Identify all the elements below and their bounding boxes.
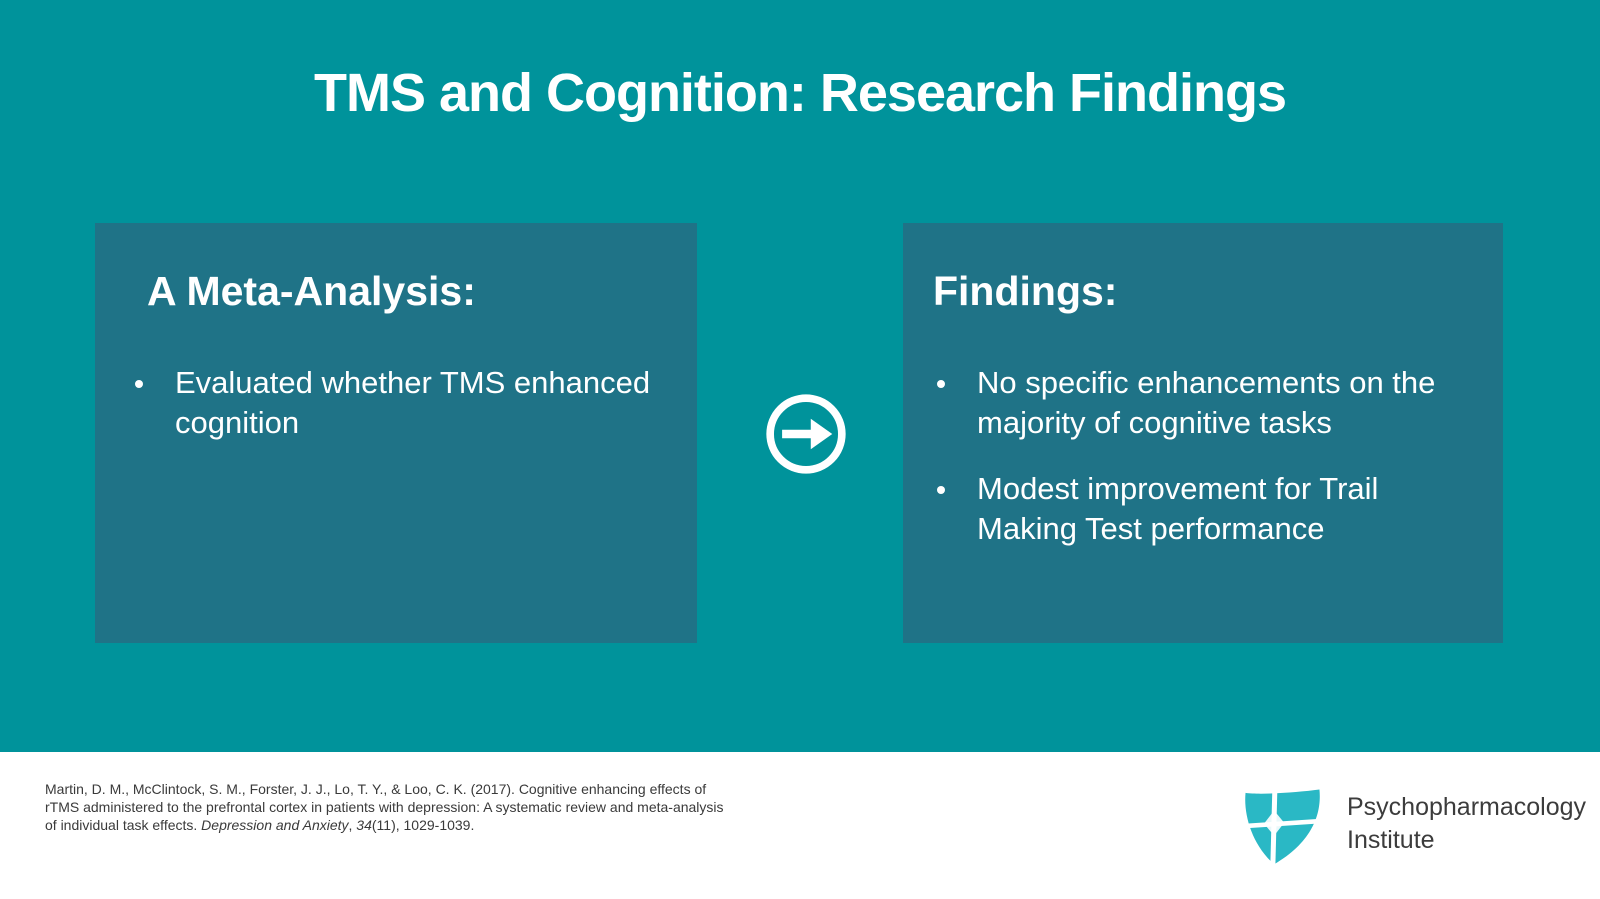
- findings-bullet-list: No specific enhancements on the majority…: [935, 363, 1475, 575]
- bullet-item: Modest improvement for Trail Making Test…: [935, 469, 1475, 549]
- shield-cross-icon: [1240, 785, 1325, 866]
- citation-line: rTMS administered to the prefrontal cort…: [45, 799, 724, 815]
- findings-panel: Findings: No specific enhancements on th…: [903, 223, 1503, 643]
- journal-name: Depression and Anxiety: [201, 817, 349, 833]
- slide-title: TMS and Cognition: Research Findings: [313, 63, 1287, 123]
- bullet-item: Evaluated whether TMS enhanced cognition: [133, 363, 653, 443]
- findings-heading: Findings:: [933, 268, 1118, 314]
- logo-text-line: Psychopharmacology: [1347, 793, 1587, 821]
- meta-analysis-heading: A Meta-Analysis:: [147, 268, 476, 314]
- citation: Martin, D. M., McClintock, S. M., Forste…: [45, 780, 724, 834]
- psychopharmacology-institute-logo: Psychopharmacology Institute: [1240, 782, 1586, 866]
- citation-line: Martin, D. M., McClintock, S. M., Forste…: [45, 781, 707, 797]
- bullet-item: No specific enhancements on the majority…: [935, 363, 1475, 443]
- logo-text: Psychopharmacology Institute: [1347, 791, 1586, 857]
- meta-analysis-bullet-list: Evaluated whether TMS enhanced cognition: [133, 363, 653, 469]
- circle-arrow-right-icon: [763, 391, 849, 477]
- footer-bar: Martin, D. M., McClintock, S. M., Forste…: [0, 752, 1600, 899]
- meta-analysis-panel: A Meta-Analysis: Evaluated whether TMS e…: [95, 223, 697, 643]
- citation-line: of individual task effects. Depression a…: [45, 817, 475, 833]
- journal-volume: 34: [356, 817, 372, 833]
- logo-text-line: Institute: [1347, 826, 1435, 854]
